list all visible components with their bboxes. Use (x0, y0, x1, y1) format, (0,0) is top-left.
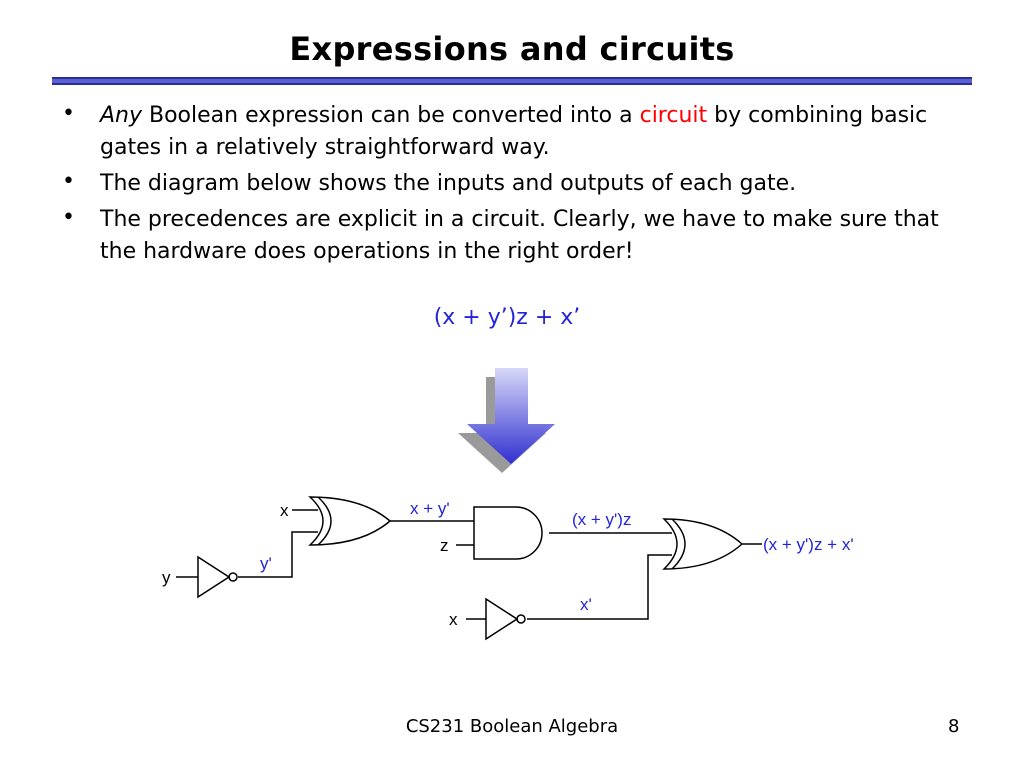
bullet-text: The precedences are explicit in a circui… (100, 207, 939, 264)
bullet-text: Boolean expression can be converted into… (142, 103, 640, 128)
wire (527, 554, 672, 620)
bullet-marker: • (62, 169, 75, 194)
bullet-item: • Any Boolean expression can be converte… (62, 100, 962, 164)
bullet-text: The diagram below shows the inputs and o… (100, 171, 797, 196)
bullet-text: by combining basic gates in a relatively… (100, 103, 928, 160)
and-output-label: (x + y')z (572, 510, 631, 529)
input-x-label: x (280, 501, 289, 520)
or-gate-icon (662, 518, 744, 570)
and-gate-icon (473, 506, 543, 560)
bullet-marker: • (62, 205, 75, 230)
bullet-item: • The diagram below shows the inputs and… (62, 168, 962, 200)
input-z-label: z (440, 536, 449, 555)
y-prime-label: y' (260, 554, 272, 573)
bullet-item: • The precedences are explicit in a circ… (62, 204, 962, 268)
or1-output-label: x + y' (410, 499, 450, 518)
bullet-list: • Any Boolean expression can be converte… (62, 100, 962, 272)
not-gate-icon (485, 597, 526, 641)
wire (238, 531, 318, 578)
or-gate-icon (308, 496, 392, 546)
bullet-highlight: circuit (639, 103, 708, 128)
input-y-label: y (162, 568, 171, 587)
not-gate-icon (197, 555, 238, 599)
bullet-marker: • (62, 101, 75, 126)
slide-title: Expressions and circuits (289, 30, 735, 68)
final-output-label: (x + y')z + x' (763, 535, 854, 554)
title-divider (52, 77, 972, 85)
boolean-expression: (x + y’)z + x’ (433, 305, 581, 330)
input-x-bottom-label: x (449, 610, 458, 629)
down-arrow-icon (458, 368, 555, 473)
bullet-emphasis: Any (100, 103, 143, 128)
footer-course: CS231 Boolean Algebra (405, 716, 619, 737)
page-number: 8 (948, 716, 960, 737)
x-prime-label: x' (580, 595, 592, 614)
